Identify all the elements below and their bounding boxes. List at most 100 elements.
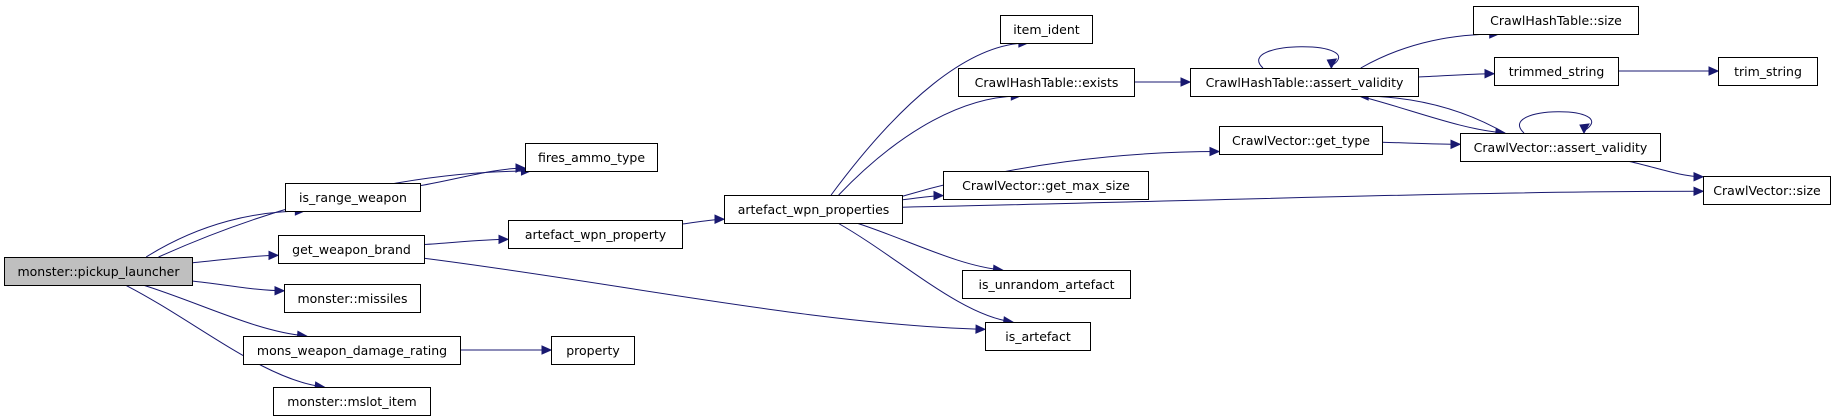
node-artefact-wpn-property[interactable]: artefact_wpn_property [508,220,683,249]
edge-is_range_weapon-to-fires_ammo_type [419,163,527,187]
node-vec-assert-validity[interactable]: CrawlVector::assert_validity [1460,133,1661,162]
node-label: trim_string [1734,64,1802,79]
edge-pickup_launcher-to-missiles [191,280,286,296]
edge-line [1258,46,1340,69]
node-box [943,171,1149,200]
node-box [4,257,193,286]
node-mslot-item[interactable]: monster::mslot_item [273,387,431,416]
node-box [958,68,1135,97]
node-hash-exists[interactable]: CrawlHashTable::exists [958,68,1135,97]
edge-vec_get_type-to-vec_assert_validity [1381,139,1462,150]
arrowhead [1180,77,1192,87]
node-pickup-launcher[interactable]: monster::pickup_launcher [4,257,193,286]
node-item-ident[interactable]: item_ident [1000,15,1093,44]
node-is-unrandom-artefact[interactable]: is_unrandom_artefact [962,270,1131,299]
arrowhead [1209,146,1221,157]
edge-line [1360,33,1499,69]
arrowhead [498,234,510,245]
node-vec-size[interactable]: CrawlVector::size [1703,176,1831,205]
node-label: monster::mslot_item [287,394,416,409]
edge-mons_weapon_damage_rating-to-property [460,345,553,355]
edge-hash_exists-to-hash_assert_validity [1134,77,1192,87]
node-vec-get-max-size[interactable]: CrawlVector::get_max_size [943,171,1149,200]
arrowhead [1450,139,1462,150]
node-label: fires_ammo_type [538,150,645,165]
node-label: is_range_weapon [299,190,407,205]
arrowhead [933,190,945,201]
edge-hash_assert_validity-to-hash_assert_validity [1258,46,1340,70]
node-label: monster::missiles [297,291,407,306]
node-label: artefact_wpn_properties [738,202,890,217]
edge-line [423,257,986,330]
arrowhead [1326,58,1338,70]
node-label: CrawlVector::get_max_size [962,178,1130,193]
node-box [962,270,1131,299]
edge-artefact_wpn_properties-to-vec_get_max_size [901,190,945,201]
node-box [508,220,683,249]
node-box [243,336,461,365]
edges-layer [125,29,1720,391]
node-property[interactable]: property [551,336,635,365]
node-is-artefact[interactable]: is_artefact [985,322,1091,351]
node-label: is_artefact [1005,329,1071,344]
node-box [1460,133,1661,162]
arrowhead [1579,123,1590,135]
node-label: property [566,343,620,358]
edge-line [830,42,1028,196]
node-box [1703,176,1831,205]
node-label: CrawlVector::assert_validity [1474,140,1648,155]
node-box [1494,57,1619,86]
edge-line [901,190,1704,208]
edge-get_weapon_brand-to-is_artefact [423,257,987,334]
edge-line [837,222,1013,323]
node-label: CrawlHashTable::exists [975,75,1119,90]
node-trim-string[interactable]: trim_string [1718,57,1818,86]
edge-line [1359,95,1505,134]
node-box [278,235,425,264]
arrowhead [1484,68,1496,79]
node-artefact-wpn-properties[interactable]: artefact_wpn_properties [724,195,903,224]
node-label: trimmed_string [1509,64,1605,79]
node-label: CrawlVector::size [1713,183,1821,198]
edge-vec_assert_validity-to-vec_size [1627,160,1705,182]
edge-hash_assert_validity-to-trimmed_string [1417,68,1496,79]
edge-line [142,284,307,337]
edge-line [191,254,279,264]
node-trimmed-string[interactable]: trimmed_string [1494,57,1619,86]
node-box [724,195,903,224]
edge-line [423,238,509,246]
node-label: get_weapon_brand [292,242,411,257]
edge-line [125,284,325,388]
node-box [985,322,1091,351]
edge-line [1519,111,1593,134]
arrowhead [274,286,286,296]
node-box [284,284,421,313]
node-missiles[interactable]: monster::missiles [284,284,421,313]
edge-line [1627,160,1704,178]
edge-line [419,167,526,187]
arrowhead [1693,186,1705,197]
arrowhead [1708,66,1720,76]
node-fires-ammo-type[interactable]: fires_ammo_type [525,143,658,172]
node-is-range-weapon[interactable]: is_range_weapon [285,183,421,212]
node-label: CrawlHashTable::assert_validity [1206,75,1404,90]
edge-line [191,280,285,292]
node-hash-size[interactable]: CrawlHashTable::size [1473,6,1639,35]
node-get-weapon-brand[interactable]: get_weapon_brand [278,235,425,264]
node-box [1219,126,1383,155]
node-label: item_ident [1013,22,1080,37]
node-box [551,336,635,365]
edge-pickup_launcher-to-mons_weapon_damage_rating [142,284,308,340]
node-mons-weapon-damage-rating[interactable]: mons_weapon_damage_rating [243,336,461,365]
node-vec-get-type[interactable]: CrawlVector::get_type [1219,126,1383,155]
edge-line [1417,73,1495,78]
nodes-layer: monster::pickup_launcherfires_ammo_typei… [4,6,1831,416]
node-box [1000,15,1093,44]
node-box [273,387,431,416]
node-hash-assert-validity[interactable]: CrawlHashTable::assert_validity [1190,68,1419,97]
node-box [1190,68,1419,97]
arrowhead [515,163,527,173]
edge-pickup_launcher-to-get_weapon_brand [191,250,280,264]
arrowhead [975,324,987,334]
edge-vec_assert_validity-to-vec_assert_validity [1519,111,1593,135]
